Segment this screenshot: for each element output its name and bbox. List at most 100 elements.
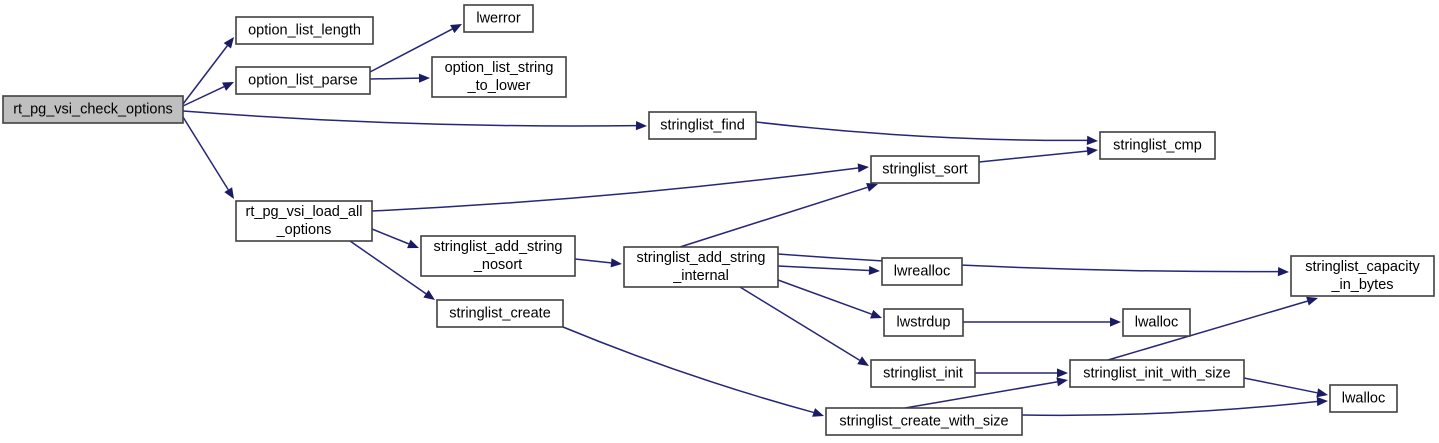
arrow-head-icon [1316,396,1328,407]
node-stringlist_add_string_nosort[interactable]: stringlist_add_string _nosort [420,235,576,277]
node-box[interactable] [870,155,980,184]
call-edge [1021,396,1328,417]
node-stringlist_create_with_size[interactable]: stringlist_create_with_size [825,407,1023,436]
node-lwstrdup[interactable]: lwstrdup [883,308,964,337]
node-label: option_list_parse [248,72,358,88]
node-lwalloc_top[interactable]: lwalloc [1122,308,1191,337]
node-box[interactable] [235,16,374,45]
node-stringlist_find[interactable]: stringlist_find [648,111,757,140]
node-label: _internal [672,268,729,284]
edge-layer [182,24,1328,417]
node-label: lwerror [476,10,520,26]
node-stringlist_init_with_size[interactable]: stringlist_init_with_size [1069,359,1245,388]
call-edge [777,279,882,319]
call-edge [1107,296,1318,361]
node-box[interactable] [436,299,564,328]
node-box[interactable] [235,66,371,95]
node-label: rt_pg_vsi_check_options [13,101,173,117]
node-label: stringlist_find [660,117,745,133]
call-edge [978,146,1098,163]
node-rt_pg_vsi_load_all_options[interactable]: rt_pg_vsi_load_all _options [235,200,373,242]
arrow-head-icon [866,182,878,192]
node-box[interactable] [431,56,567,98]
node-layer: rt_pg_vsi_check_options option_list_lengt… [2,4,1435,436]
call-edge [755,121,1098,145]
call-edge [975,368,1068,378]
node-box[interactable] [1099,131,1216,160]
arrow-head-icon [870,309,882,319]
node-label: option_list_string [445,60,554,76]
node-label: stringlist_add_string [637,250,766,266]
node-label: _nosort [473,257,522,273]
node-stringlist_create[interactable]: stringlist_create [436,299,564,328]
arrow-head-icon [223,37,234,49]
arrow-head-icon [610,258,622,268]
node-label: _in_bytes [1330,277,1393,293]
arrow-head-icon [857,356,869,366]
arrow-head-icon [812,408,824,417]
node-box[interactable] [648,111,757,140]
node-label: lwalloc [1135,314,1179,330]
arrow-head-icon [1056,377,1068,387]
node-box[interactable] [235,200,373,242]
node-box[interactable] [1290,255,1435,297]
call-edge [182,37,234,105]
node-label: stringlist_init_with_size [1083,365,1230,381]
call-edge [777,253,1289,277]
node-stringlist_capacity_in_bytes[interactable]: stringlist_capacity_in_bytes [1290,255,1435,297]
call-edge [369,24,462,73]
node-rt_pg_vsi_check_options[interactable]: rt_pg_vsi_check_options [2,95,184,124]
node-option_list_string_to_lower[interactable]: option_list_string_to_lower [431,56,567,98]
node-label: stringlist_add_string [434,239,563,255]
arrow-head-icon [222,82,234,91]
node-box[interactable] [463,4,534,33]
call-edge [369,73,430,83]
call-edge [182,110,647,131]
arrow-head-icon [868,265,880,276]
call-edge [777,265,880,276]
node-stringlist_cmp[interactable]: stringlist_cmp [1099,131,1216,160]
node-box[interactable] [883,308,964,337]
node-box[interactable] [870,359,976,388]
call-edge [1243,377,1328,398]
node-box[interactable] [1122,308,1191,337]
node-label: stringlist_cmp [1113,137,1202,153]
node-box[interactable] [2,95,184,124]
node-stringlist_add_string_internal[interactable]: stringlist_add_string _internal [623,246,779,288]
node-label: stringlist_sort [882,161,967,177]
node-label: lwalloc [1342,390,1386,406]
node-box[interactable] [420,235,576,277]
node-option_list_length[interactable]: option_list_length [235,16,374,45]
arrow-head-icon [1277,267,1289,277]
call-edge [904,377,1068,409]
node-box[interactable] [881,257,963,286]
node-lwalloc_bottom[interactable]: lwalloc [1329,384,1398,413]
arrow-head-icon [1316,388,1328,398]
arrow-head-icon [423,289,435,300]
node-label: lwrealloc [894,263,950,279]
node-label: _options [276,222,332,238]
call-edge [963,317,1121,327]
arrow-head-icon [407,239,419,249]
node-label: stringlist_create_with_size [839,413,1008,429]
call-edge [574,258,622,268]
node-lwrealloc[interactable]: lwrealloc [881,257,963,286]
node-stringlist_init[interactable]: stringlist_init [870,359,976,388]
node-label: lwstrdup [897,314,951,330]
call-edge [182,116,234,199]
call-edge [349,240,435,300]
call-edge [371,163,869,212]
node-box[interactable] [825,407,1023,436]
call-edge [371,228,419,249]
node-lwerror[interactable]: lwerror [463,4,534,33]
arrow-head-icon [1086,146,1098,156]
arrow-head-icon [1110,317,1121,327]
node-box[interactable] [623,246,779,288]
call-edge [562,326,824,417]
node-option_list_parse[interactable]: option_list_parse [235,66,371,95]
arrow-head-icon [1086,135,1098,145]
node-box[interactable] [1069,359,1245,388]
node-stringlist_sort[interactable]: stringlist_sort [870,155,980,184]
node-label: rt_pg_vsi_load_all [246,204,363,220]
node-box[interactable] [1329,384,1398,413]
